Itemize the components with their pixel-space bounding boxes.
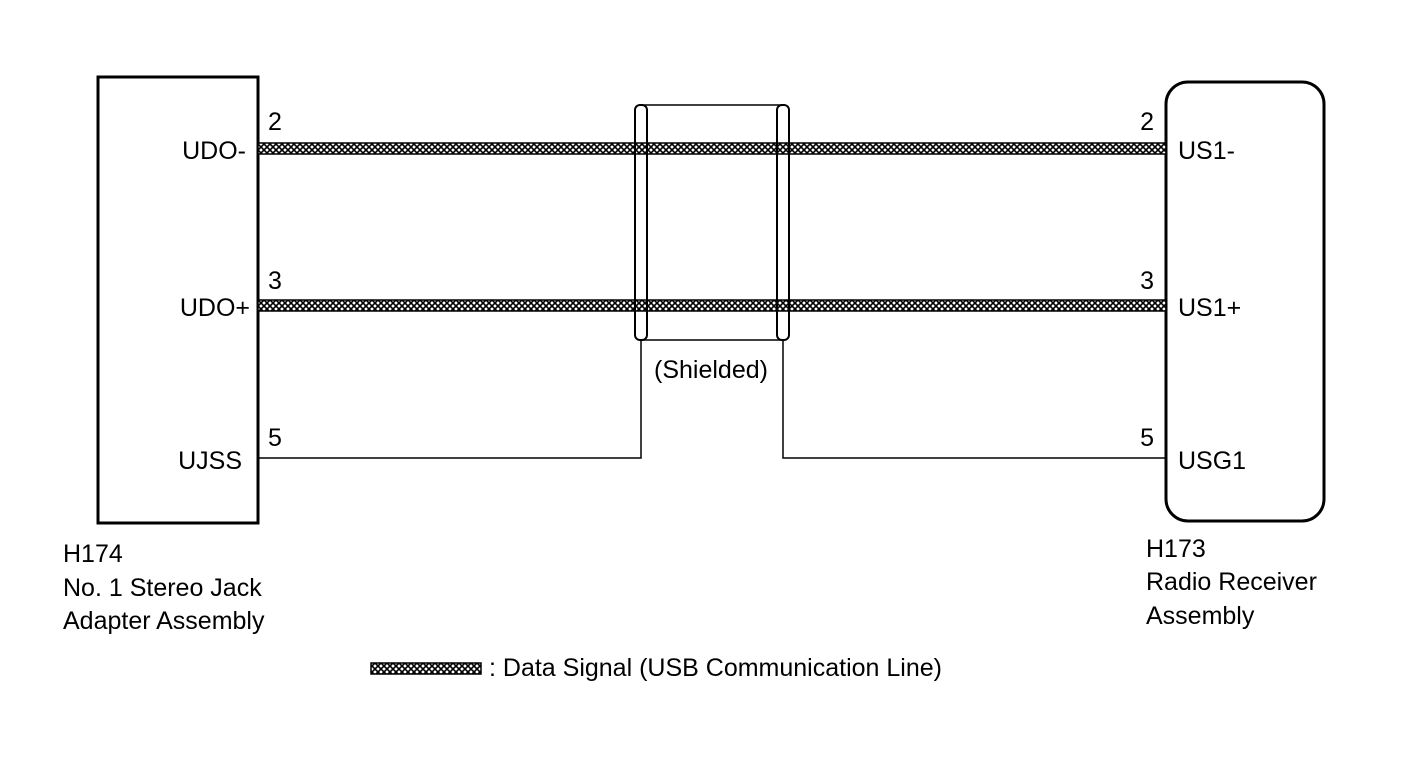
left-terminal-name-ujss: UJSS [178,447,242,475]
left-pin-3: 3 [268,267,282,295]
legend-hatch-swatch [370,662,482,675]
left-component-name-line2: Adapter Assembly [63,607,265,635]
left-terminal-name-udo-minus: UDO- [182,137,246,165]
left-component-name-line1: No. 1 Stereo Jack [63,574,262,602]
right-terminal-name-us1-minus: US1- [1178,137,1235,165]
right-component-code: H173 [1146,535,1206,563]
right-component-name-line1: Radio Receiver [1146,568,1317,596]
left-pin-2: 2 [268,108,282,136]
right-terminal-name-usg1: USG1 [1178,447,1246,475]
wire-shield-ground-right [782,340,1166,459]
wire-shield-ground-left [258,340,642,459]
left-component-code: H174 [63,540,123,568]
right-terminal-name-us1-plus: US1+ [1178,294,1241,322]
legend-text: : Data Signal (USB Communication Line) [489,654,942,682]
left-pin-5: 5 [268,424,282,452]
wire-udo-plus [257,299,1167,312]
right-pin-2: 2 [1140,108,1154,136]
right-component-name-line2: Assembly [1146,602,1255,630]
shield-label: (Shielded) [654,356,768,384]
wire-udo-minus [257,142,1167,155]
right-pin-3: 3 [1140,267,1154,295]
left-terminal-name-udo-plus: UDO+ [180,294,250,322]
right-pin-5: 5 [1140,424,1154,452]
